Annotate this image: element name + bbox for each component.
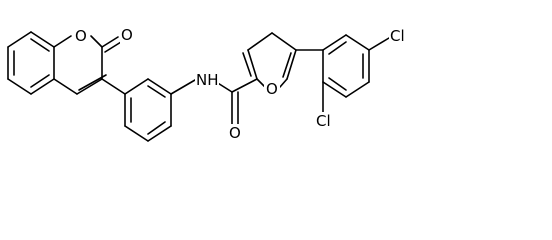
atom-amide-oxygen: O bbox=[229, 124, 241, 142]
atom-chlorine-top: Cl bbox=[390, 27, 405, 45]
phenyl-ring bbox=[124, 78, 172, 142]
structure-diagram: O O NH O O Cl Cl bbox=[7, 26, 409, 142]
bond-coumarin-phenyl bbox=[101, 78, 126, 95]
coumarin-benzene-ring bbox=[7, 31, 55, 95]
atom-ring-oxygen: O bbox=[75, 27, 87, 45]
atom-labels: O O NH O O Cl Cl bbox=[73, 26, 409, 142]
amide-group bbox=[170, 78, 258, 125]
furan-ring bbox=[242, 32, 297, 88]
molecule-svg: O O NH O O Cl Cl bbox=[7, 26, 409, 142]
dichlorophenyl-ring bbox=[322, 34, 390, 113]
atom-amide-nh: NH bbox=[196, 71, 219, 89]
atom-chlorine-bottom: Cl bbox=[316, 112, 331, 130]
coumarin-pyranone-ring bbox=[53, 35, 122, 95]
atom-coumarin-carbonyl-oxygen: O bbox=[121, 26, 133, 44]
atom-furan-oxygen: O bbox=[266, 80, 278, 98]
